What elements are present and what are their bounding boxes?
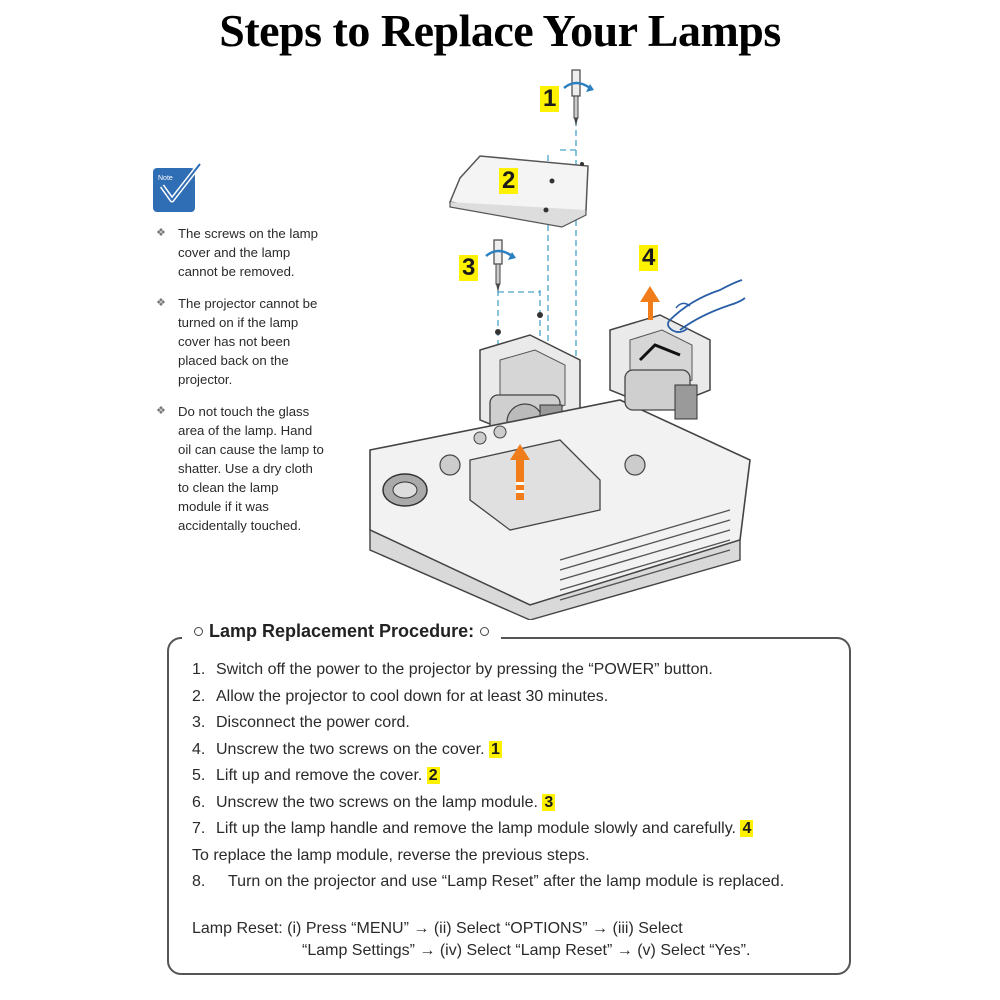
step-number: 1. [192, 661, 206, 678]
step-number: 7. [192, 820, 206, 837]
procedure-step: 4. Unscrew the two screws on the cover. 1 [192, 737, 852, 764]
step-marker: 3 [542, 793, 556, 811]
step-text: Allow the projector to cool down for at … [216, 687, 609, 705]
procedure-header: Lamp Replacement Procedure: [182, 621, 502, 642]
step-marker: 2 [426, 767, 440, 784]
procedure-step: 1. Switch off the power to the projector … [192, 657, 852, 684]
note-text: The screws on the lamp cover and the lam… [178, 226, 318, 279]
diagram-step-3: 3 [459, 255, 479, 281]
reverse-note: To replace the lamp module, reverse the … [192, 846, 590, 864]
step-number: 8. [192, 873, 206, 890]
note-item: ❖ The projector cannot be turned on if th… [150, 294, 325, 389]
step-marker: 4 [740, 820, 754, 837]
step-text: Turn on the projector and use “Lamp Rese… [228, 873, 785, 890]
procedure-step-8: 8. Turn on the projector and use “Lamp R… [192, 872, 832, 892]
note-item: ❖ The screws on the lamp cover and the la… [150, 224, 325, 281]
step-number: 6. [192, 793, 206, 811]
notes-list: ❖ The screws on the lamp cover and the la… [150, 224, 325, 548]
lamp-replacement-illustration [369, 69, 751, 620]
procedure-title: Lamp Replacement Procedure: [209, 621, 475, 641]
step-text: Lift up the lamp handle and remove the l… [216, 820, 736, 837]
note-text: Do not touch the glass area of the lamp.… [178, 404, 324, 533]
diagram-step-1: 1 [540, 86, 560, 112]
procedure-box [167, 637, 851, 975]
diamond-bullet-icon: ❖ [156, 405, 166, 417]
procedure-steps: 1. Switch off the power to the projector … [192, 657, 852, 869]
procedure-step: 6. Unscrew the two screws on the lamp mod… [192, 790, 852, 817]
screwdriver-icon [485, 239, 516, 292]
lamp-module-lifted [609, 279, 746, 420]
ring-icon [194, 627, 203, 636]
step-text: Lift up and remove the cover. [216, 767, 423, 784]
step-text: Disconnect the power cord. [216, 714, 410, 731]
procedure-step: 7. Lift up the lamp handle and remove the… [192, 816, 852, 843]
diagram-step-2: 2 [499, 168, 519, 194]
lamp-reset-instructions: Lamp Reset: (i) Press “MENU” → (ii) Sele… [192, 918, 842, 962]
lift-arrow-icon [510, 444, 530, 500]
procedure-step: 3. Disconnect the power cord. [192, 710, 852, 737]
step-text: Switch off the power to the projector by… [216, 661, 713, 678]
diamond-bullet-icon: ❖ [156, 227, 166, 239]
note-icon-label: Note [158, 175, 173, 182]
page-title: Steps to Replace Your Lamps [219, 5, 781, 56]
step-text: Unscrew the two screws on the lamp modul… [216, 793, 538, 811]
step-number: 3. [192, 714, 206, 731]
screwdriver-icon [563, 69, 594, 126]
step-number: 5. [192, 767, 206, 784]
note-item: ❖ Do not touch the glass area of the lamp… [150, 402, 325, 535]
procedure-step: 2. Allow the projector to cool down for a… [192, 684, 852, 711]
diagram-step-4: 4 [639, 245, 659, 271]
ring-icon [480, 627, 490, 636]
lamp-reset-line-2: “Lamp Settings” → (iv) Select “Lamp Rese… [302, 942, 751, 959]
projector-body [369, 399, 751, 620]
step-number: 4. [192, 740, 206, 758]
procedure-step: 5. Lift up and remove the cover. 2 [192, 763, 852, 790]
step-number: 2. [192, 687, 206, 705]
note-icon: Note [153, 162, 202, 212]
lamp-cover [448, 155, 589, 228]
note-text: The projector cannot be turned on if the… [178, 296, 318, 387]
lamp-reset-line-1: Lamp Reset: (i) Press “MENU” → (ii) Sele… [192, 920, 683, 937]
step-text: Unscrew the two screws on the cover. [216, 740, 485, 758]
step-marker: 1 [489, 740, 502, 758]
diamond-bullet-icon: ❖ [156, 297, 166, 309]
